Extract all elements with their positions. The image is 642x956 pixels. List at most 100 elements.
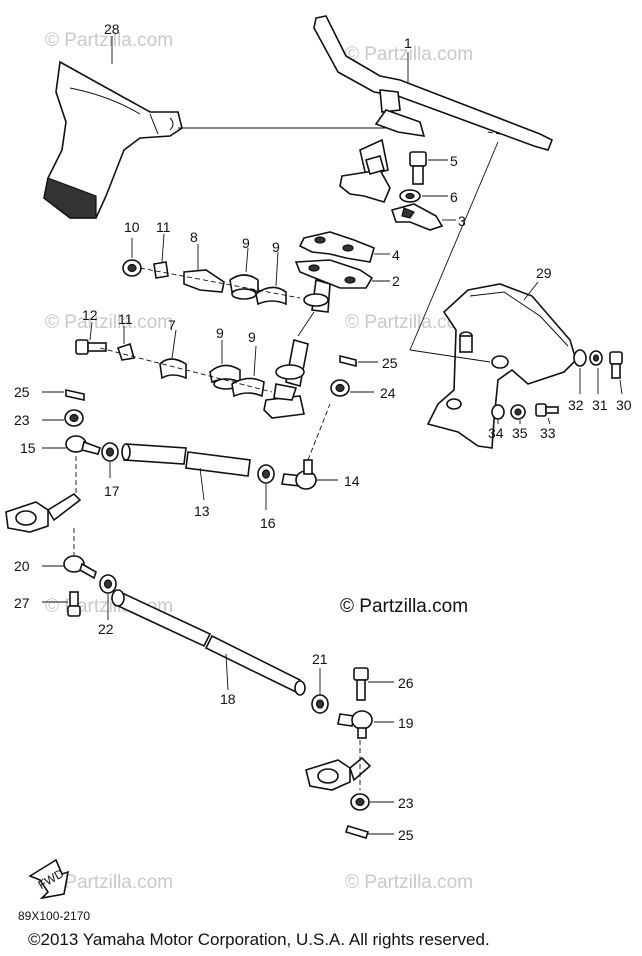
steering-arm-left[interactable]: [5, 492, 82, 533]
watermark: © Partzilla.com: [45, 312, 173, 333]
callout-25: 25: [382, 355, 398, 371]
callout-24: 24: [380, 385, 396, 401]
part-9-clamp-a[interactable]: [229, 247, 259, 300]
callout-6: 6: [450, 189, 458, 205]
callout-9: 9: [272, 239, 280, 255]
callout-2: 2: [392, 273, 400, 289]
callout-9: 9: [216, 325, 224, 341]
steering-arm-right[interactable]: [305, 740, 372, 791]
callout-3: 3: [458, 213, 466, 229]
part-21-nut[interactable]: [311, 668, 329, 714]
callout-11: 11: [118, 311, 133, 327]
part-25-cotter-pin[interactable]: [339, 354, 378, 368]
watermark-main: © Partzilla.com: [340, 596, 468, 617]
callout-25: 25: [14, 384, 30, 400]
callout-15: 15: [20, 440, 36, 456]
part-18-long-rod[interactable]: [111, 589, 306, 696]
part-16-nut[interactable]: [257, 464, 275, 510]
part-17-nut[interactable]: [101, 442, 119, 478]
watermark: © Partzilla.com: [345, 312, 473, 333]
part-6-washer[interactable]: [399, 189, 448, 203]
callout-26: 26: [398, 675, 414, 691]
callout-30: 30: [616, 397, 632, 413]
part-1-handlebar[interactable]: [178, 15, 554, 203]
part-9-clamp-b[interactable]: [255, 251, 287, 306]
callout-10: 10: [124, 219, 140, 235]
watermark: © Partzilla.com: [345, 872, 473, 893]
part-35-nut[interactable]: [510, 404, 526, 424]
steering-column[interactable]: [263, 278, 331, 419]
part-28-grip[interactable]: [43, 36, 183, 219]
callout-13: 13: [194, 503, 210, 519]
callout-14: 14: [344, 473, 360, 489]
callout-1: 1: [404, 35, 412, 51]
part-11-clip-b[interactable]: [116, 326, 136, 361]
part-11-clip[interactable]: [153, 233, 169, 279]
callout-34: 34: [488, 425, 504, 441]
callout-27: 27: [14, 595, 30, 611]
part-4-clamp[interactable]: [298, 231, 390, 263]
callout-21: 21: [312, 651, 328, 667]
part-32-washer[interactable]: [573, 349, 587, 394]
part-31-washer[interactable]: [589, 350, 603, 394]
callout-9: 9: [242, 235, 250, 251]
watermarks: © Partzilla.com © Partzilla.com © Partzi…: [45, 30, 473, 893]
part-25-cotter-pin-left[interactable]: [42, 389, 85, 401]
part-5-bolt[interactable]: [409, 151, 448, 185]
assembly-line: [99, 347, 273, 393]
callout-4: 4: [392, 247, 400, 263]
callout-7: 7: [168, 317, 176, 333]
callout-18: 18: [220, 691, 236, 707]
callout-12: 12: [82, 307, 98, 323]
part-8-clamp[interactable]: [183, 244, 225, 293]
callout-25: 25: [398, 827, 414, 843]
part-34-washer[interactable]: [491, 404, 505, 424]
callout-33: 33: [540, 425, 556, 441]
callout-20: 20: [14, 558, 30, 574]
part-2-bracket[interactable]: [294, 259, 390, 289]
callout-5: 5: [450, 153, 458, 169]
part-24-nut[interactable]: [330, 379, 374, 397]
callout-19: 19: [398, 715, 414, 731]
part-19-tie-rod-end[interactable]: [337, 710, 394, 739]
diagram-code: 89X100-2170: [18, 909, 90, 923]
assembly-line: [139, 267, 301, 299]
part-25-cotter-pin-bottom[interactable]: [344, 825, 394, 839]
part-27-bolt[interactable]: [42, 591, 81, 617]
part-9-clamp-d[interactable]: [231, 345, 265, 398]
fwd-arrow-icon: FWD: [28, 858, 70, 900]
part-13-tie-rod[interactable]: [121, 443, 251, 501]
part-14-tie-rod-end[interactable]: [281, 403, 338, 490]
callout-8: 8: [190, 229, 198, 245]
callout-9: 9: [248, 329, 256, 345]
part-33-screw[interactable]: [535, 403, 559, 425]
part-3-holder[interactable]: [390, 203, 456, 231]
callout-28: 28: [104, 21, 120, 37]
callout-17: 17: [104, 483, 120, 499]
part-10-nut[interactable]: [122, 238, 142, 277]
part-26-bolt[interactable]: [353, 667, 394, 701]
part-22-nut[interactable]: [99, 574, 117, 620]
part-20-tie-rod-end[interactable]: [42, 528, 97, 580]
callout-23: 23: [398, 795, 414, 811]
callout-32: 32: [568, 397, 584, 413]
part-30-screw[interactable]: [609, 351, 623, 395]
callout-23: 23: [14, 412, 30, 428]
part-15-tie-rod-end[interactable]: [42, 435, 102, 455]
part-12-bolt[interactable]: [75, 321, 107, 355]
part-23-nut-left[interactable]: [42, 409, 84, 427]
watermark: © Partzilla.com: [45, 30, 173, 51]
callout-31: 31: [592, 397, 608, 413]
copyright-notice: ©2013 Yamaha Motor Corporation, U.S.A. A…: [28, 930, 490, 949]
callout-labels: 28 1 5 6 3 10 11 8 9 9 4 2 29 12 11 7 9 …: [14, 21, 632, 843]
watermark: © Partzilla.com: [345, 44, 473, 65]
part-29-cover[interactable]: [409, 141, 577, 449]
callout-16: 16: [260, 515, 276, 531]
callout-35: 35: [512, 425, 528, 441]
watermark: © Partzilla.com: [45, 872, 173, 893]
part-23-nut-bottom[interactable]: [350, 793, 394, 811]
part-7-clamp[interactable]: [159, 329, 187, 380]
callout-29: 29: [536, 265, 552, 281]
callout-11: 11: [156, 219, 171, 235]
